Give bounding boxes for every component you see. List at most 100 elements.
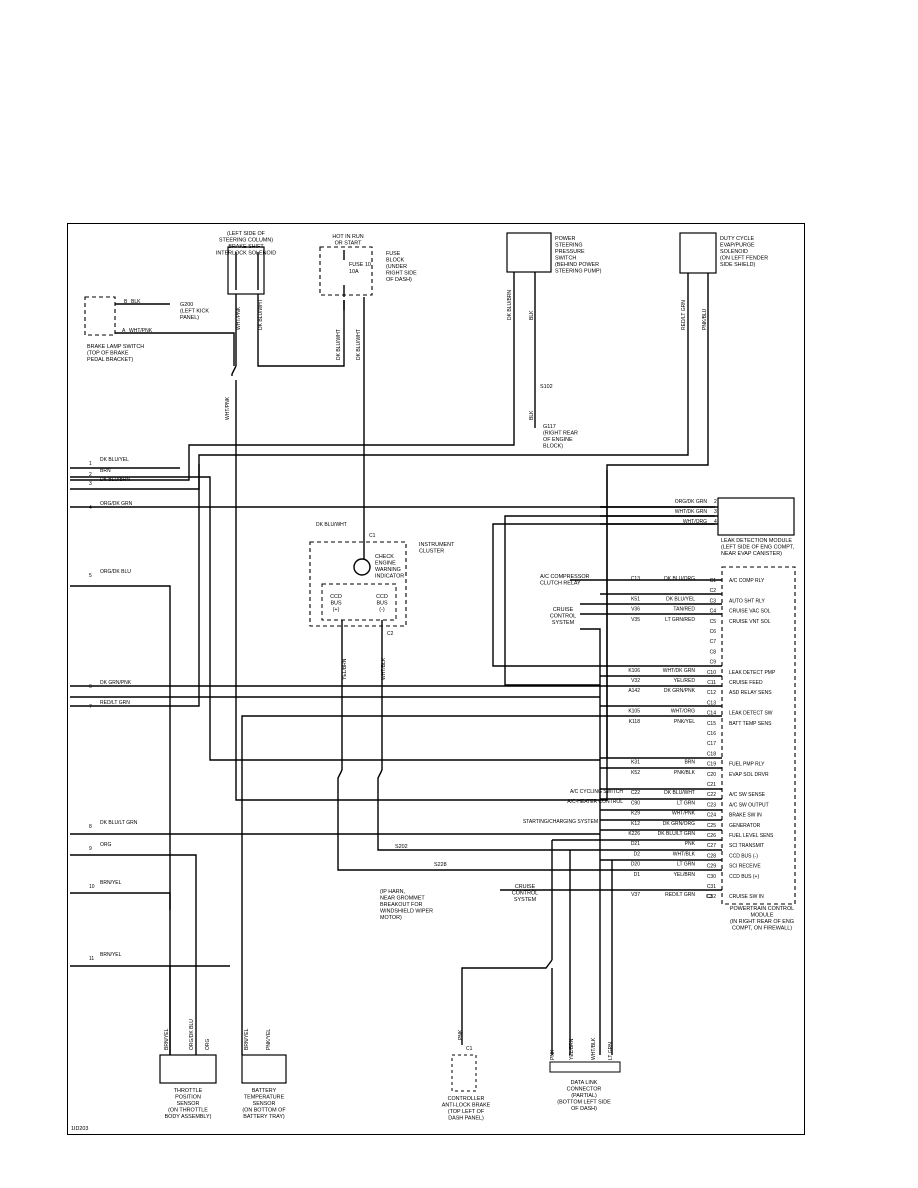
brake-shift-label: INTERLOCK SOLENOID bbox=[216, 251, 276, 257]
connector-abs-label: C1 bbox=[466, 1046, 473, 1052]
wire-color-label: BRN bbox=[100, 468, 111, 474]
pcm-wire-label: WHT/BLK bbox=[673, 851, 696, 857]
ground-g117-label: BLOCK) bbox=[543, 444, 563, 450]
cruise-control-system-label: CONTROL bbox=[550, 614, 576, 620]
starting-label: STARTING/CHARGING SYSTEM bbox=[523, 819, 598, 825]
ccd-bus-plus-label: CCD bbox=[330, 594, 342, 600]
pcm-pin-number: C18 bbox=[707, 751, 716, 757]
leak-wire-label: ORG/DK GRN bbox=[675, 499, 708, 505]
evap-solenoid-label: DUTY CYCLE bbox=[720, 236, 754, 242]
pcm-pin-number: C25 bbox=[707, 823, 716, 829]
pcm-pin-number: C23 bbox=[707, 802, 716, 808]
wire-color-label: WHT/PNK bbox=[225, 396, 231, 420]
wire-color-label: WHT/BLK bbox=[591, 1037, 597, 1060]
wire-color-label: WHT/PNK bbox=[129, 328, 153, 334]
battery-temp-sensor-label: TEMPERATURE bbox=[244, 1095, 285, 1101]
pcm-pin-number: C15 bbox=[707, 721, 716, 727]
wire-number-label: 6 bbox=[89, 684, 92, 690]
diagram-id-label: 1ID203 bbox=[71, 1126, 88, 1132]
pcm-function-label: FUEL LEVEL SENS bbox=[729, 833, 774, 839]
data-link-connector-label: (PARTIAL) bbox=[571, 1093, 597, 1099]
wire-color-label: WHT/PNK bbox=[236, 306, 242, 330]
pcm-circuit-label: K12 bbox=[631, 821, 640, 827]
ccd-bus-plus-label: BUS bbox=[330, 601, 341, 607]
fuse-block-label: (UNDER bbox=[386, 264, 407, 270]
pcm-wire-label: DK GRN/PNK bbox=[664, 688, 696, 694]
wire-color-label: DK BLU/WHT bbox=[336, 329, 342, 360]
cruise-control-system-2-label: CONTROL bbox=[512, 891, 538, 897]
cruise-control-system-label: SYSTEM bbox=[552, 620, 575, 626]
data-link-connector-label: OF DASH) bbox=[571, 1106, 597, 1112]
pcm-wire-label: LT GRN/RED bbox=[665, 617, 695, 623]
ip-harness-label: NEAR GROMMET bbox=[380, 896, 425, 902]
pcm-pin-number: C7 bbox=[710, 639, 717, 645]
fuse-block-label: FUSE bbox=[386, 251, 401, 257]
brake-lamp-switch-label: BRAKE LAMP SWITCH bbox=[87, 344, 144, 350]
abs-controller-label: CONTROLLER bbox=[448, 1096, 485, 1102]
pcm-pin-number: C14 bbox=[707, 711, 716, 717]
pcm-pin-number: C19 bbox=[707, 762, 716, 768]
wire-number-label: 4 bbox=[89, 505, 92, 511]
data-link-connector-label: DATA LINK bbox=[571, 1080, 598, 1086]
ps-switch-label: PRESSURE bbox=[555, 249, 585, 255]
wire-color-label: BRN/YEL bbox=[164, 1028, 170, 1050]
pcm-function-label: BATT TEMP SENS bbox=[729, 721, 772, 727]
pcm-pin-number: C3 bbox=[710, 598, 717, 604]
brake-shift-label: BRAKE SHIFT bbox=[228, 244, 264, 250]
ground-g200-label: PANEL) bbox=[180, 315, 199, 321]
ac-compressor-relay-label: CLUTCH RELAY bbox=[540, 581, 581, 587]
wire-color-label: A bbox=[122, 328, 126, 334]
pcm-circuit-label: K51 bbox=[631, 596, 640, 602]
wire-color-label: WHT/BLK bbox=[381, 657, 387, 680]
pcm-wire-label: DK BLU/YEL bbox=[666, 596, 695, 602]
pcm-wire-label: DK BLU/WHT bbox=[664, 790, 695, 796]
pcm-function-label: GENERATOR bbox=[729, 823, 761, 829]
pcm-circuit-label: A142 bbox=[628, 688, 640, 694]
ps-switch-label: STEERING PUMP) bbox=[555, 269, 602, 275]
pcm-pin-number: C32 bbox=[707, 894, 716, 900]
splice-s228-label: S228 bbox=[434, 862, 447, 868]
pcm-wire-label: YEL/RED bbox=[674, 678, 696, 684]
tps-label: (ON THROTTLE bbox=[168, 1108, 208, 1114]
leak-pin-label: 4 bbox=[714, 519, 717, 525]
fuse-block-label: BLOCK bbox=[386, 258, 405, 264]
splice-s102-label: S102 bbox=[540, 384, 553, 390]
fuse-block-label: RIGHT SIDE bbox=[386, 271, 417, 277]
pcm-circuit-label: C13 bbox=[631, 576, 640, 582]
wire-number-label: 2 bbox=[89, 472, 92, 478]
pcm-wire-label: LT GRN bbox=[677, 862, 695, 868]
hot-in-run-label: HOT IN RUN bbox=[332, 234, 363, 240]
wire-color-label: BRN/YEL bbox=[244, 1028, 250, 1050]
abs-controller-label: ANTI-LOCK BRAKE bbox=[442, 1103, 491, 1109]
pcm-circuit-label: K52 bbox=[631, 770, 640, 776]
pcm-wire-label: DK GRN/ORG bbox=[663, 821, 695, 827]
pcm-pin-number: C9 bbox=[710, 660, 717, 666]
hot-in-run-label: OR START bbox=[335, 241, 362, 247]
ground-g200-label: (LEFT KICK bbox=[180, 309, 209, 315]
pcm-circuit-label: V35 bbox=[631, 617, 640, 623]
tps-label: POSITION bbox=[175, 1095, 201, 1101]
pcm-circuit-label: C90 bbox=[631, 800, 640, 806]
pcm-circuit-label: D20 bbox=[631, 862, 640, 868]
pcm-function-label: CRUISE FEED bbox=[729, 680, 763, 686]
pcm-pin-number: C12 bbox=[707, 690, 716, 696]
wire-color-label: BLK bbox=[131, 299, 141, 305]
pcm-pin-number: C24 bbox=[707, 813, 716, 819]
wire-color-label: YEL/BRN bbox=[342, 658, 348, 680]
evap-solenoid-label: SOLENOID bbox=[720, 249, 748, 255]
fuse-label: 10A bbox=[349, 269, 359, 275]
ccd-bus-minus-label: CCD bbox=[376, 594, 388, 600]
check-engine-indicator-label: ENGINE bbox=[375, 561, 396, 567]
battery-temp-sensor-label: SENSOR bbox=[253, 1101, 276, 1107]
pcm-pin-number: C13 bbox=[707, 700, 716, 706]
battery-temp-sensor-label: (ON BOTTOM OF bbox=[242, 1108, 286, 1114]
check-engine-indicator-label: INDICATOR bbox=[375, 574, 404, 580]
wire-number-label: 8 bbox=[89, 824, 92, 830]
data-link-connector-label: CONNECTOR bbox=[567, 1087, 602, 1093]
brake-lamp-switch-label: PEDAL BRACKET) bbox=[87, 357, 133, 363]
pcm-pin-number: C22 bbox=[707, 792, 716, 798]
check-engine-indicator-label: WARNING bbox=[375, 567, 401, 573]
pcm-circuit-label: V37 bbox=[631, 892, 640, 898]
wire-color-label: DK GRN/PNK bbox=[100, 680, 132, 686]
